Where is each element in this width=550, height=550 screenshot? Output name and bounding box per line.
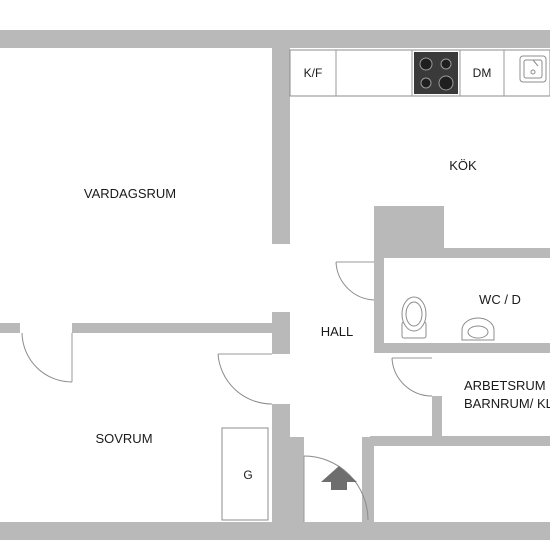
- wall-sovrum-hall: [272, 404, 290, 522]
- wall-vardagsrum-sovrum-right: [72, 323, 272, 333]
- doors: [21, 261, 433, 522]
- fixture-g-label: G: [243, 468, 252, 482]
- door-hall-kok: [335, 261, 375, 301]
- wall-top: [0, 30, 550, 48]
- room-label-arbetsrum-line1: ARBETSRUM: [464, 378, 546, 393]
- stove-icon: [414, 52, 458, 94]
- wall-kok-wc: [374, 248, 550, 258]
- toilet-icon: [401, 296, 427, 339]
- fixture-dm-label: DM: [473, 66, 492, 80]
- room-label-wc: WC / D: [479, 292, 521, 307]
- room-label-kok: KÖK: [449, 158, 477, 173]
- wall-hall-arbetsrum: [370, 436, 550, 446]
- door-hall-arbetsrum: [391, 357, 433, 397]
- door-entrance: [303, 455, 369, 522]
- entrance-arrow-icon: [321, 466, 357, 490]
- room-label-hall: HALL: [321, 324, 354, 339]
- wall-wc-left: [374, 258, 384, 352]
- room-label-vardagsrum: VARDAGSRUM: [84, 186, 176, 201]
- sink-icon: [519, 55, 547, 83]
- wall-vardagsrum-sovrum-left: [0, 323, 20, 333]
- wall-entrance-jamb: [362, 437, 374, 522]
- washbasin-icon: [461, 317, 495, 341]
- fixture-kf-label: K/F: [304, 66, 323, 80]
- wall-arbetsrum-left: [432, 396, 442, 436]
- room-label-arbetsrum-line2: BARNRUM/ KL: [464, 396, 550, 411]
- room-label-sovrum: SOVRUM: [95, 431, 152, 446]
- wall-hall-pillar: [272, 312, 290, 354]
- door-hall-sovrum: [217, 353, 273, 405]
- wardrobe: G: [221, 427, 269, 521]
- kitchen-counter: K/F DM: [289, 49, 550, 97]
- walls: [0, 30, 550, 540]
- wall-vardagsrum-kok: [272, 48, 290, 244]
- wall-bottom: [0, 522, 550, 540]
- door-vardagsrum-sovrum: [21, 332, 73, 383]
- wall-hall-stub: [290, 437, 304, 522]
- wall-wc-bottom: [374, 343, 550, 353]
